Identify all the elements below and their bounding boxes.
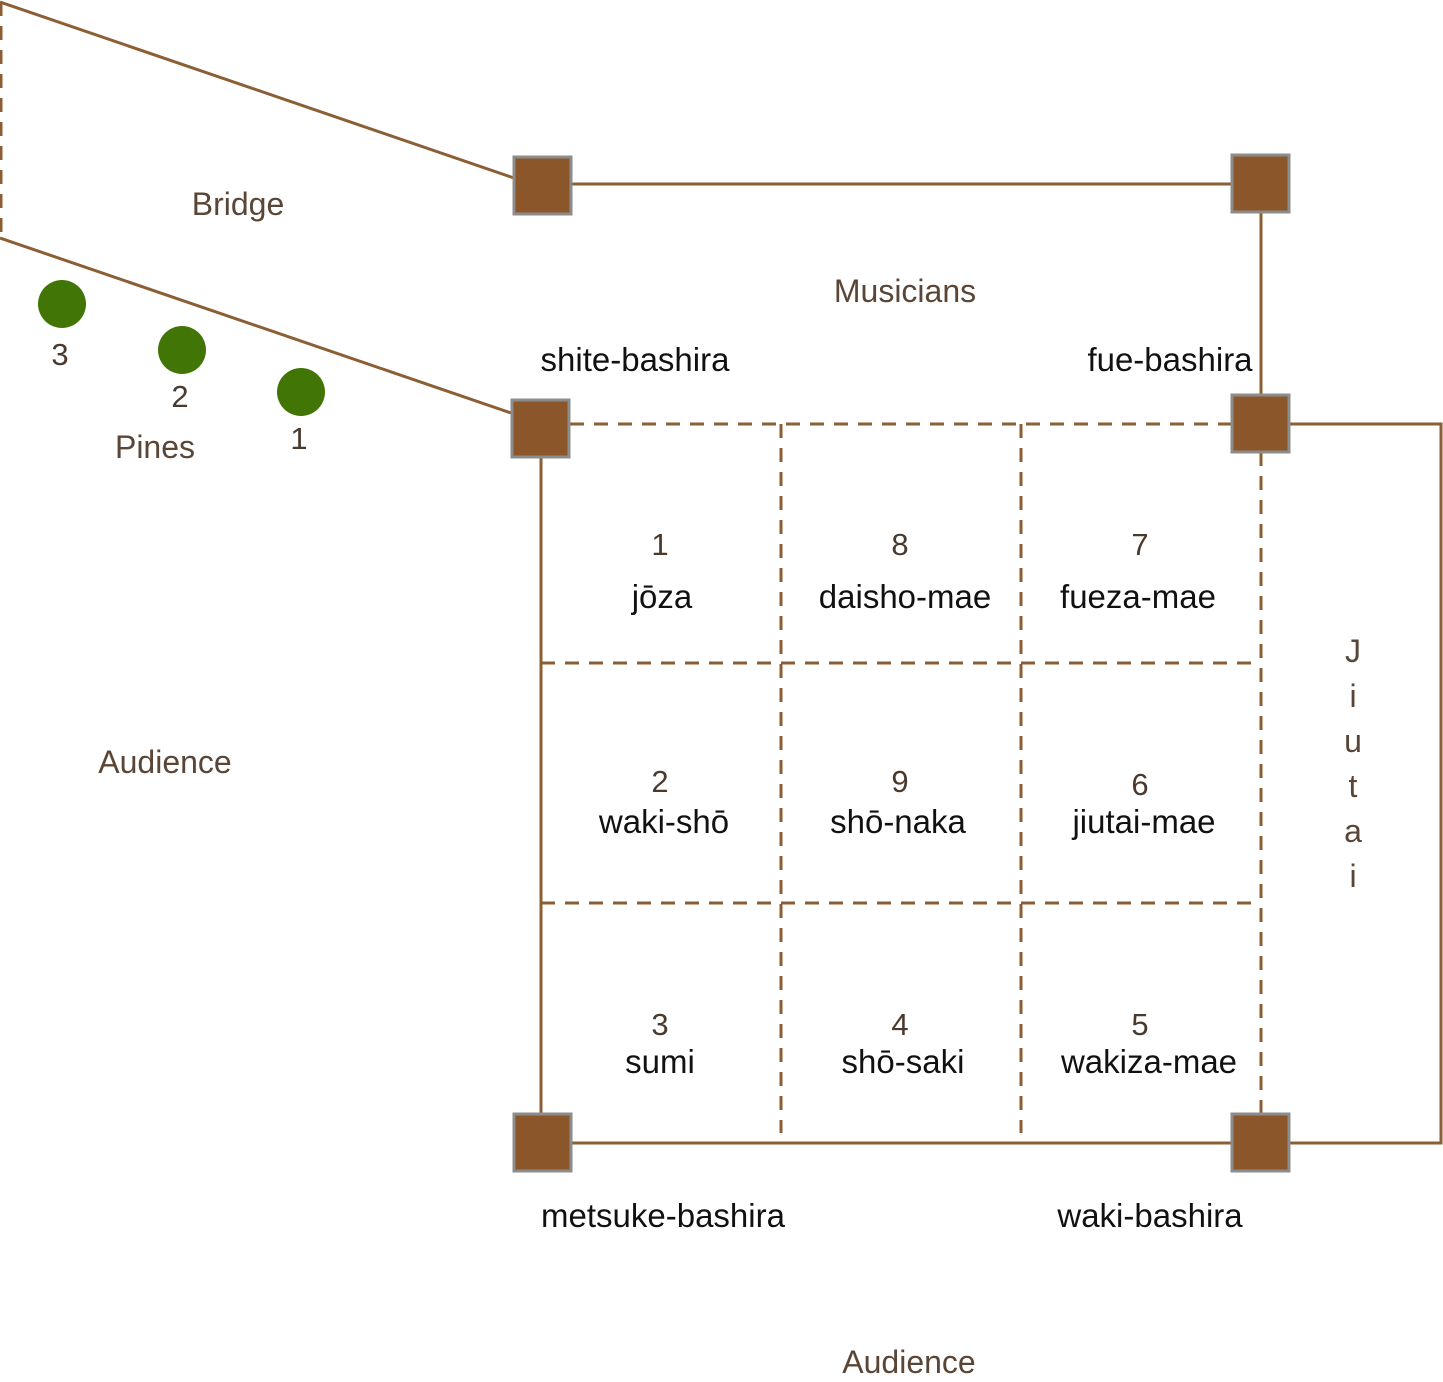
cell-name: jiutai-mae <box>1071 803 1215 840</box>
cell-number: 2 <box>651 764 668 799</box>
pines-label: Pines <box>115 429 195 465</box>
pine-3 <box>38 280 86 328</box>
cell-number: 4 <box>891 1007 908 1042</box>
pine-number: 3 <box>51 337 68 372</box>
musicians-label: Musicians <box>834 273 976 309</box>
metsuke-bashira-label: metsuke-bashira <box>541 1197 786 1234</box>
cell-name: jōza <box>631 578 693 615</box>
cell-name: sumi <box>625 1043 695 1080</box>
jiutai-letter: a <box>1344 813 1362 849</box>
audience-bottom-label: Audience <box>842 1344 975 1377</box>
cell-number: 5 <box>1131 1007 1148 1042</box>
cell-name: wakiza-mae <box>1060 1043 1237 1080</box>
fue-pillar-square <box>1230 393 1291 454</box>
pine-1 <box>277 368 325 416</box>
bridge <box>0 0 515 416</box>
pine-number: 2 <box>171 379 188 414</box>
waki-pillar-square <box>1230 1112 1291 1173</box>
jiutai-letter: u <box>1344 723 1362 759</box>
cell-name: fueza-mae <box>1060 578 1216 615</box>
bridge-top-rail <box>0 0 515 180</box>
jiutai-letter: t <box>1349 768 1358 804</box>
cell-number: 1 <box>651 527 668 562</box>
pines: 3 2 1 <box>38 280 325 456</box>
main-stage-outline <box>539 422 1263 1145</box>
cell-number: 6 <box>1131 767 1148 802</box>
jiutai-area-outline <box>1290 422 1443 1145</box>
cell-name: shō-saki <box>842 1043 965 1080</box>
audience-left-label: Audience <box>98 744 231 780</box>
pillar-square <box>1230 153 1291 214</box>
jiutai-letter: J <box>1345 633 1361 669</box>
cell-name: waki-shō <box>598 803 729 840</box>
jiutai-letter: i <box>1349 858 1356 894</box>
pine-number: 1 <box>290 421 307 456</box>
cell-number: 8 <box>891 527 908 562</box>
pillars <box>510 153 1291 1173</box>
fue-bashira-label: fue-bashira <box>1087 341 1253 378</box>
cell-name: daisho-mae <box>819 578 991 615</box>
metsuke-pillar-square <box>512 1112 573 1173</box>
stage-cells: 1 jōza 8 daisho-mae 7 fueza-mae 2 waki-s… <box>598 527 1237 1080</box>
stage-grid <box>541 424 1261 1133</box>
bridge-bottom-rail <box>0 236 515 416</box>
bridge-label: Bridge <box>192 186 285 222</box>
cell-name: shō-naka <box>830 803 966 840</box>
pillar-square <box>512 155 573 216</box>
cell-number: 7 <box>1131 527 1148 562</box>
shite-pillar-square <box>510 398 571 459</box>
jiutai-label: J i u t a i <box>1344 633 1362 894</box>
shite-bashira-label: shite-bashira <box>541 341 731 378</box>
cell-number: 3 <box>651 1007 668 1042</box>
jiutai-letter: i <box>1349 678 1356 714</box>
pine-2 <box>158 326 206 374</box>
waki-bashira-label: waki-bashira <box>1056 1197 1243 1234</box>
cell-number: 9 <box>891 764 908 799</box>
